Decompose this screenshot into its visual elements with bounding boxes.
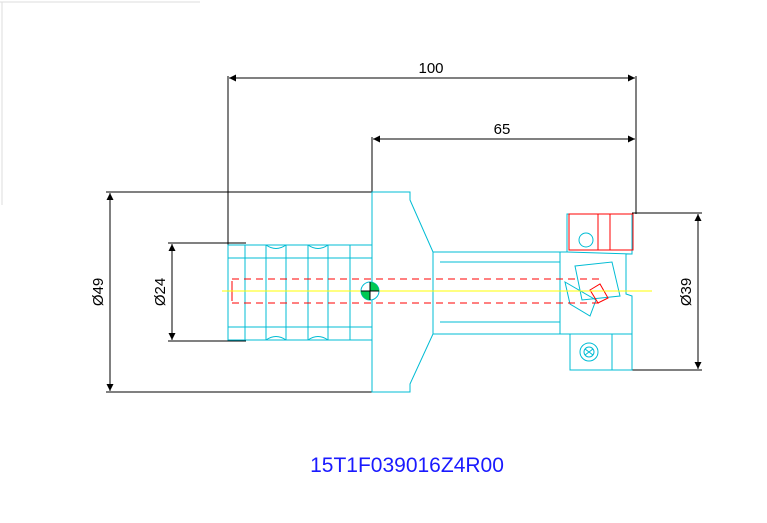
flange-body	[371, 191, 434, 393]
dim-39-label: Ø39	[678, 278, 695, 306]
dimension-lines	[106, 74, 702, 393]
dim-49-label: Ø49	[90, 278, 107, 306]
dim-65-label: 65	[494, 121, 511, 138]
neck-body	[433, 251, 561, 335]
part-number: 15T1F039016Z4R00	[310, 454, 504, 477]
hidden-lines	[231, 213, 634, 304]
insert-screw-upper	[578, 232, 594, 248]
dim-24-label: Ø24	[152, 278, 169, 306]
tool-outline	[227, 191, 633, 393]
dim-100-label: 100	[418, 60, 443, 77]
insert-screw-lower	[579, 342, 599, 362]
center-mark-symbol	[360, 281, 380, 301]
page-frame	[0, 1, 200, 205]
